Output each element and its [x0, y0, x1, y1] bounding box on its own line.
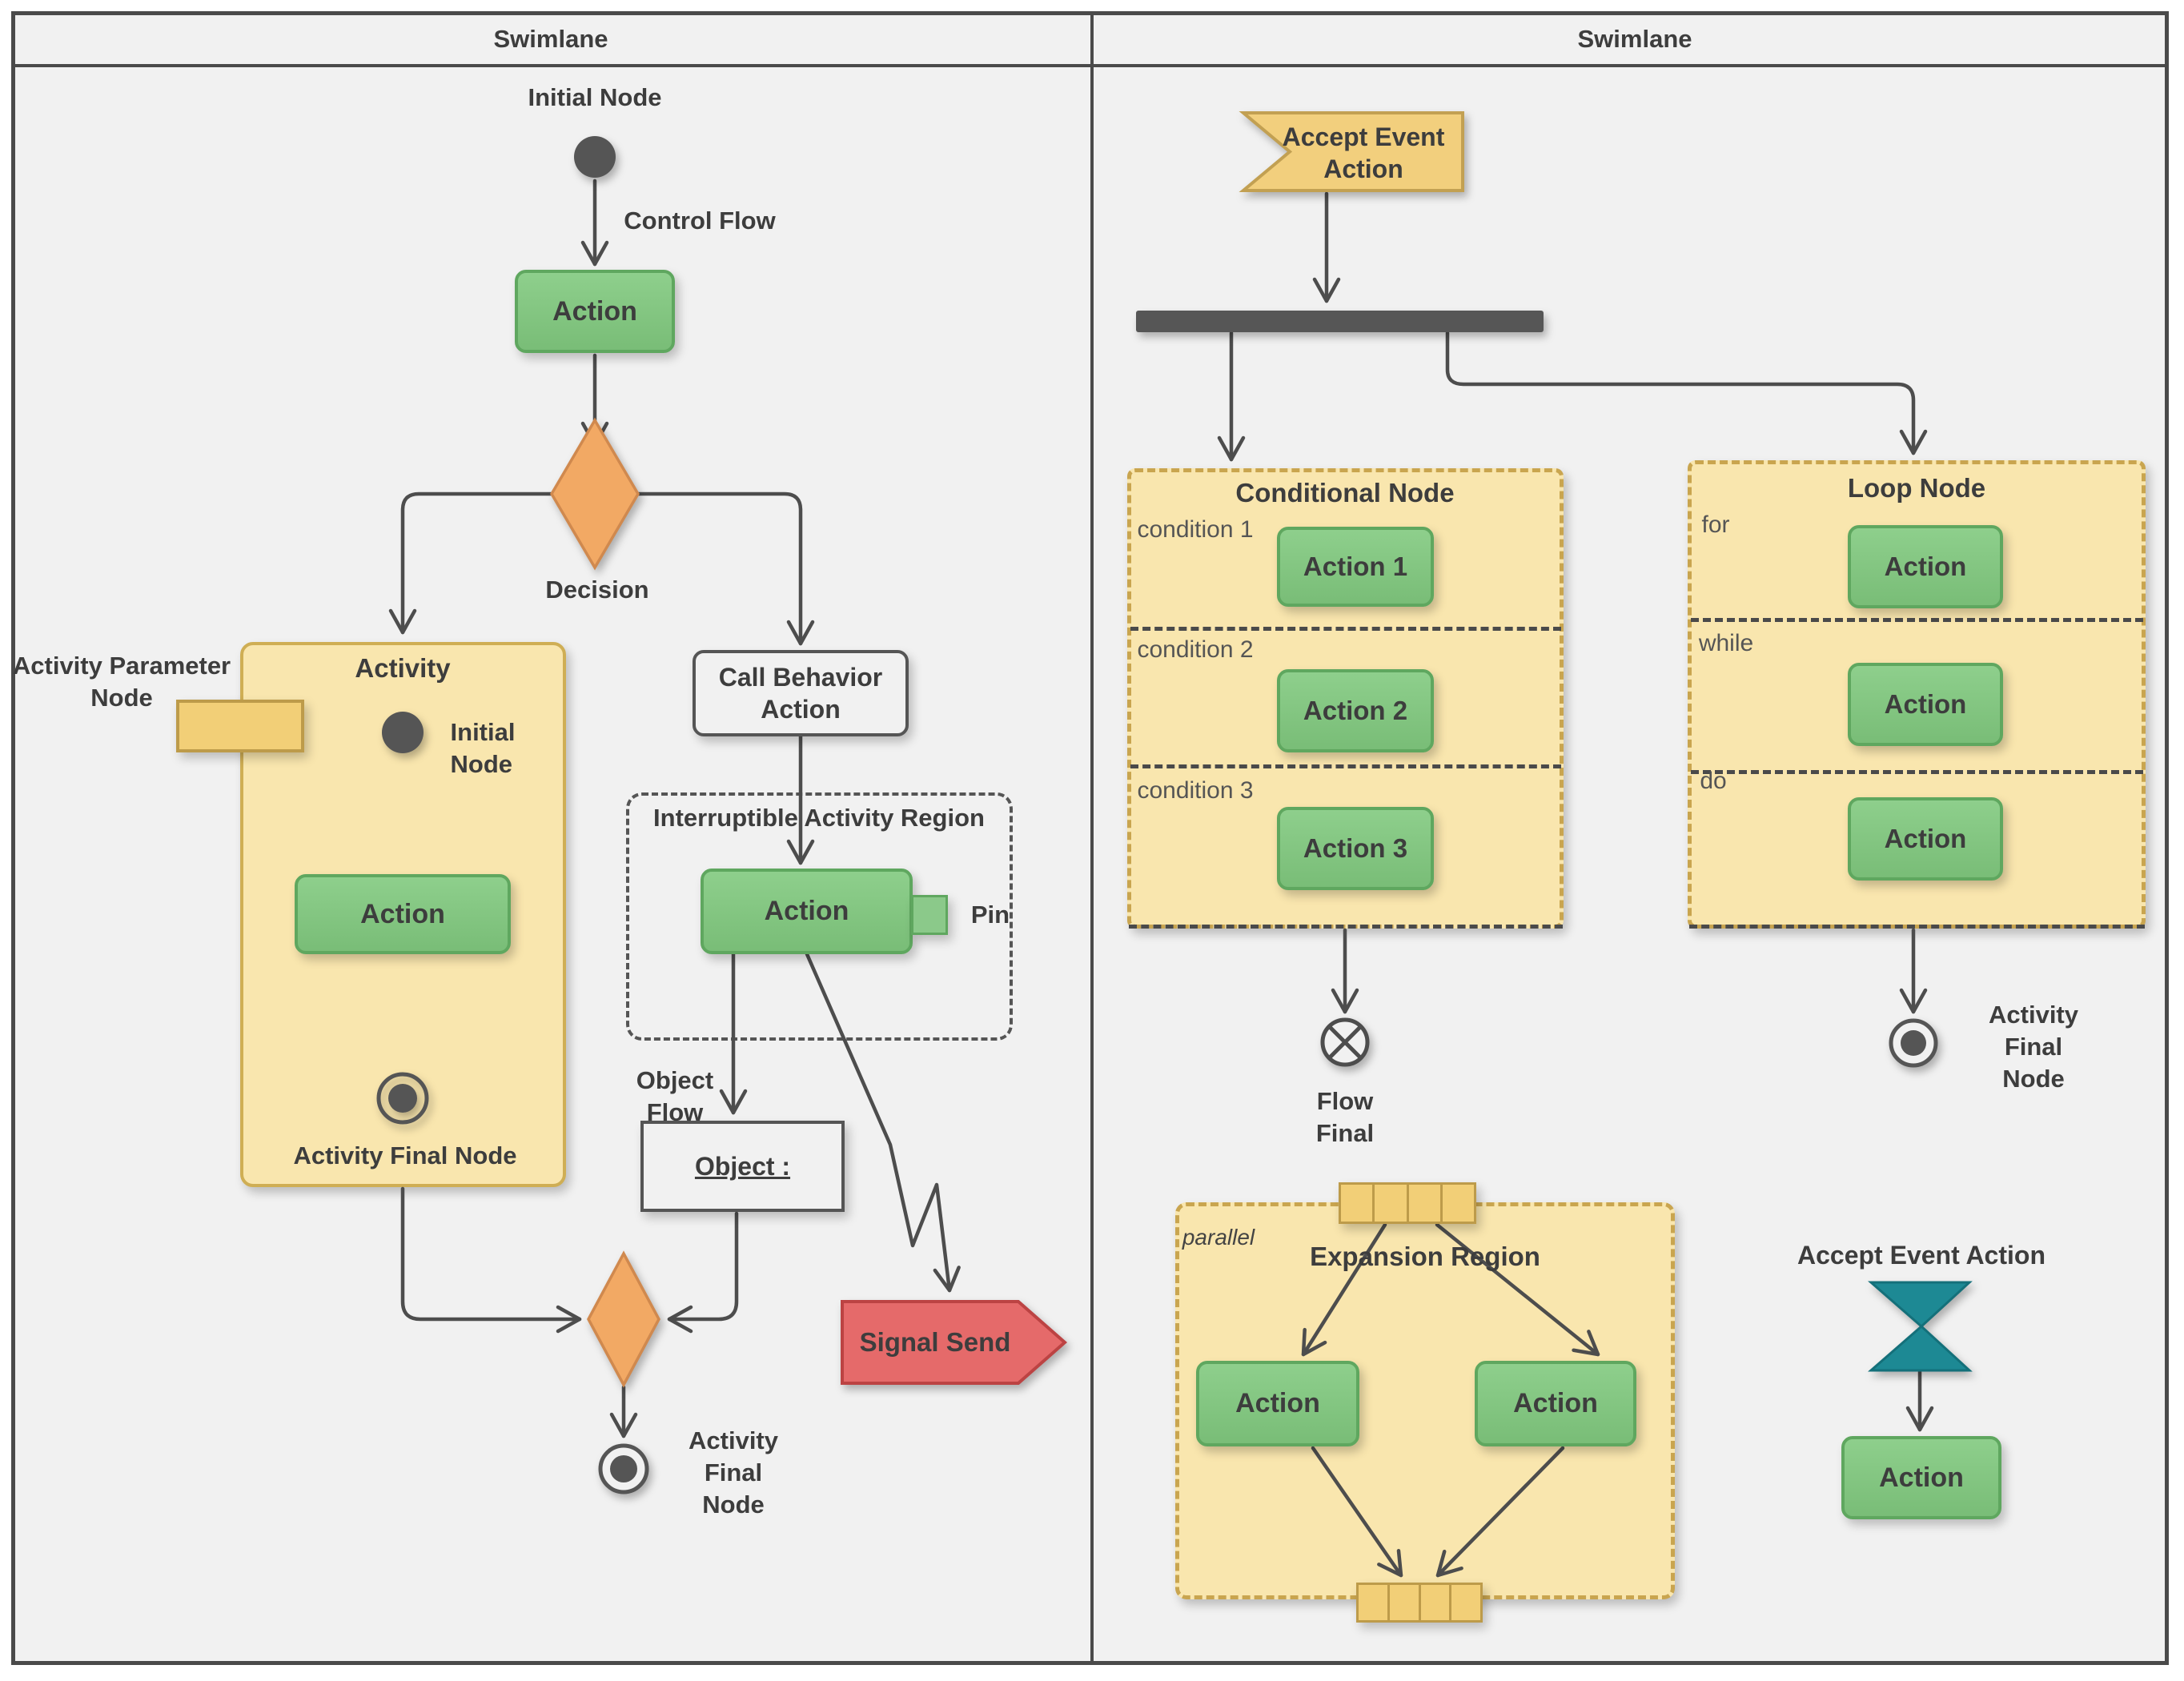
activity-final-node-right[interactable] — [1889, 1018, 1938, 1068]
flow-final-node[interactable] — [1320, 1017, 1370, 1067]
initial-node[interactable] — [574, 136, 616, 178]
activity-inner-final-node[interactable] — [376, 1072, 429, 1125]
signal-send-node[interactable] — [841, 1300, 1068, 1385]
conditional-action-3[interactable]: Action 3 — [1277, 807, 1434, 890]
swimlane-header-band — [11, 11, 2169, 67]
expansion-action-right[interactable]: Action — [1475, 1361, 1636, 1446]
object-node[interactable]: Object : — [640, 1121, 845, 1212]
edge-expansion-in-left — [1301, 1222, 1387, 1357]
initial-node-label: Initial Node — [528, 83, 662, 111]
edge-activity-to-merge — [400, 1186, 582, 1334]
edge-fork-to-loop — [1445, 331, 1928, 455]
fork-bar[interactable] — [1136, 311, 1544, 332]
loop-action-while[interactable]: Action — [1848, 663, 2003, 746]
parallel-label: parallel — [1182, 1225, 1255, 1250]
call-behavior-action-node[interactable]: Call Behavior Action — [693, 650, 909, 736]
conditional-bottom-border — [1129, 925, 1563, 929]
activity-inner-action[interactable]: Action — [295, 874, 511, 954]
decision-node[interactable] — [549, 417, 640, 571]
condition-1-label: condition 1 — [1137, 516, 1254, 543]
control-flow-label: Control Flow — [624, 207, 776, 235]
swimlane-right-title: Swimlane — [1577, 25, 1692, 53]
accept-event-action-node[interactable] — [1239, 111, 1464, 192]
expansion-input-node[interactable] — [1339, 1182, 1476, 1224]
loop-separator-2 — [1691, 770, 2143, 774]
conditional-action-2[interactable]: Action 2 — [1277, 669, 1434, 752]
do-label: do — [1700, 768, 1727, 794]
loop-action-for[interactable]: Action — [1848, 525, 2003, 608]
conditional-action-1[interactable]: Action 1 — [1277, 527, 1434, 607]
edge-decision-to-activity — [388, 491, 553, 635]
activity-inner-final-label: Activity Final Node — [293, 1141, 517, 1169]
object-flow-label: Object Flow — [636, 1066, 714, 1126]
interruptible-action[interactable]: Action — [701, 869, 913, 954]
for-label: for — [1701, 512, 1730, 538]
activity-final-label-left: Activity Final Node — [689, 1426, 778, 1519]
condition-3-label: condition 3 — [1137, 777, 1254, 804]
edge-expansion-out-left — [1311, 1446, 1403, 1578]
signal-send-label: Signal Send — [859, 1327, 1011, 1357]
interruptible-region-title: Interruptible Activity Region — [653, 804, 985, 832]
activity-parameter-node[interactable] — [176, 700, 304, 752]
conditional-title: Conditional Node — [1235, 478, 1455, 508]
condition-2-label: condition 2 — [1137, 636, 1254, 663]
swimlane-divider — [1090, 11, 1094, 1665]
conditional-separator-1 — [1130, 627, 1561, 631]
edge-object-to-merge — [667, 1211, 739, 1334]
activity-parameter-node-label: Activity Parameter Node — [12, 652, 231, 712]
merge-node[interactable] — [587, 1250, 660, 1388]
expansion-action-left[interactable]: Action — [1196, 1361, 1359, 1446]
activity-title: Activity — [355, 653, 451, 683]
conditional-separator-2 — [1130, 764, 1561, 768]
expansion-output-node[interactable] — [1356, 1583, 1483, 1623]
accept-time-action[interactable]: Action — [1841, 1436, 2001, 1519]
activity-inner-initial-label: Initial Node — [450, 718, 516, 778]
accept-time-event-label: Accept Event Action — [1797, 1241, 2045, 1270]
loop-separator-1 — [1691, 618, 2143, 622]
edge-expansion-out-right — [1435, 1446, 1565, 1578]
edge-interrupting-lightning — [805, 952, 961, 1293]
flow-final-label: Flow Final — [1315, 1087, 1375, 1147]
edge-expansion-in-right — [1435, 1222, 1600, 1357]
edge-decision-to-callbehavior — [636, 491, 815, 646]
activity-final-label-right: Activity Final Node — [1989, 1001, 2078, 1093]
output-pin[interactable] — [911, 895, 948, 935]
swimlane-left-title: Swimlane — [493, 25, 608, 53]
while-label: while — [1698, 630, 1754, 656]
accept-time-event-node[interactable] — [1868, 1281, 1973, 1372]
action-node-top[interactable]: Action — [515, 270, 675, 353]
loop-title: Loop Node — [1847, 473, 1986, 503]
activity-final-node-left[interactable] — [598, 1443, 649, 1494]
expansion-region-title: Expansion Region — [1310, 1242, 1540, 1271]
pin-label: Pin — [970, 901, 1010, 929]
accept-event-label: Accept Event Action — [1282, 122, 1445, 183]
loop-action-do[interactable]: Action — [1848, 797, 2003, 881]
loop-bottom-border — [1689, 925, 2145, 929]
interruptible-activity-region[interactable] — [626, 792, 1013, 1041]
decision-label: Decision — [545, 576, 649, 604]
activity-inner-initial-node[interactable] — [382, 712, 424, 753]
